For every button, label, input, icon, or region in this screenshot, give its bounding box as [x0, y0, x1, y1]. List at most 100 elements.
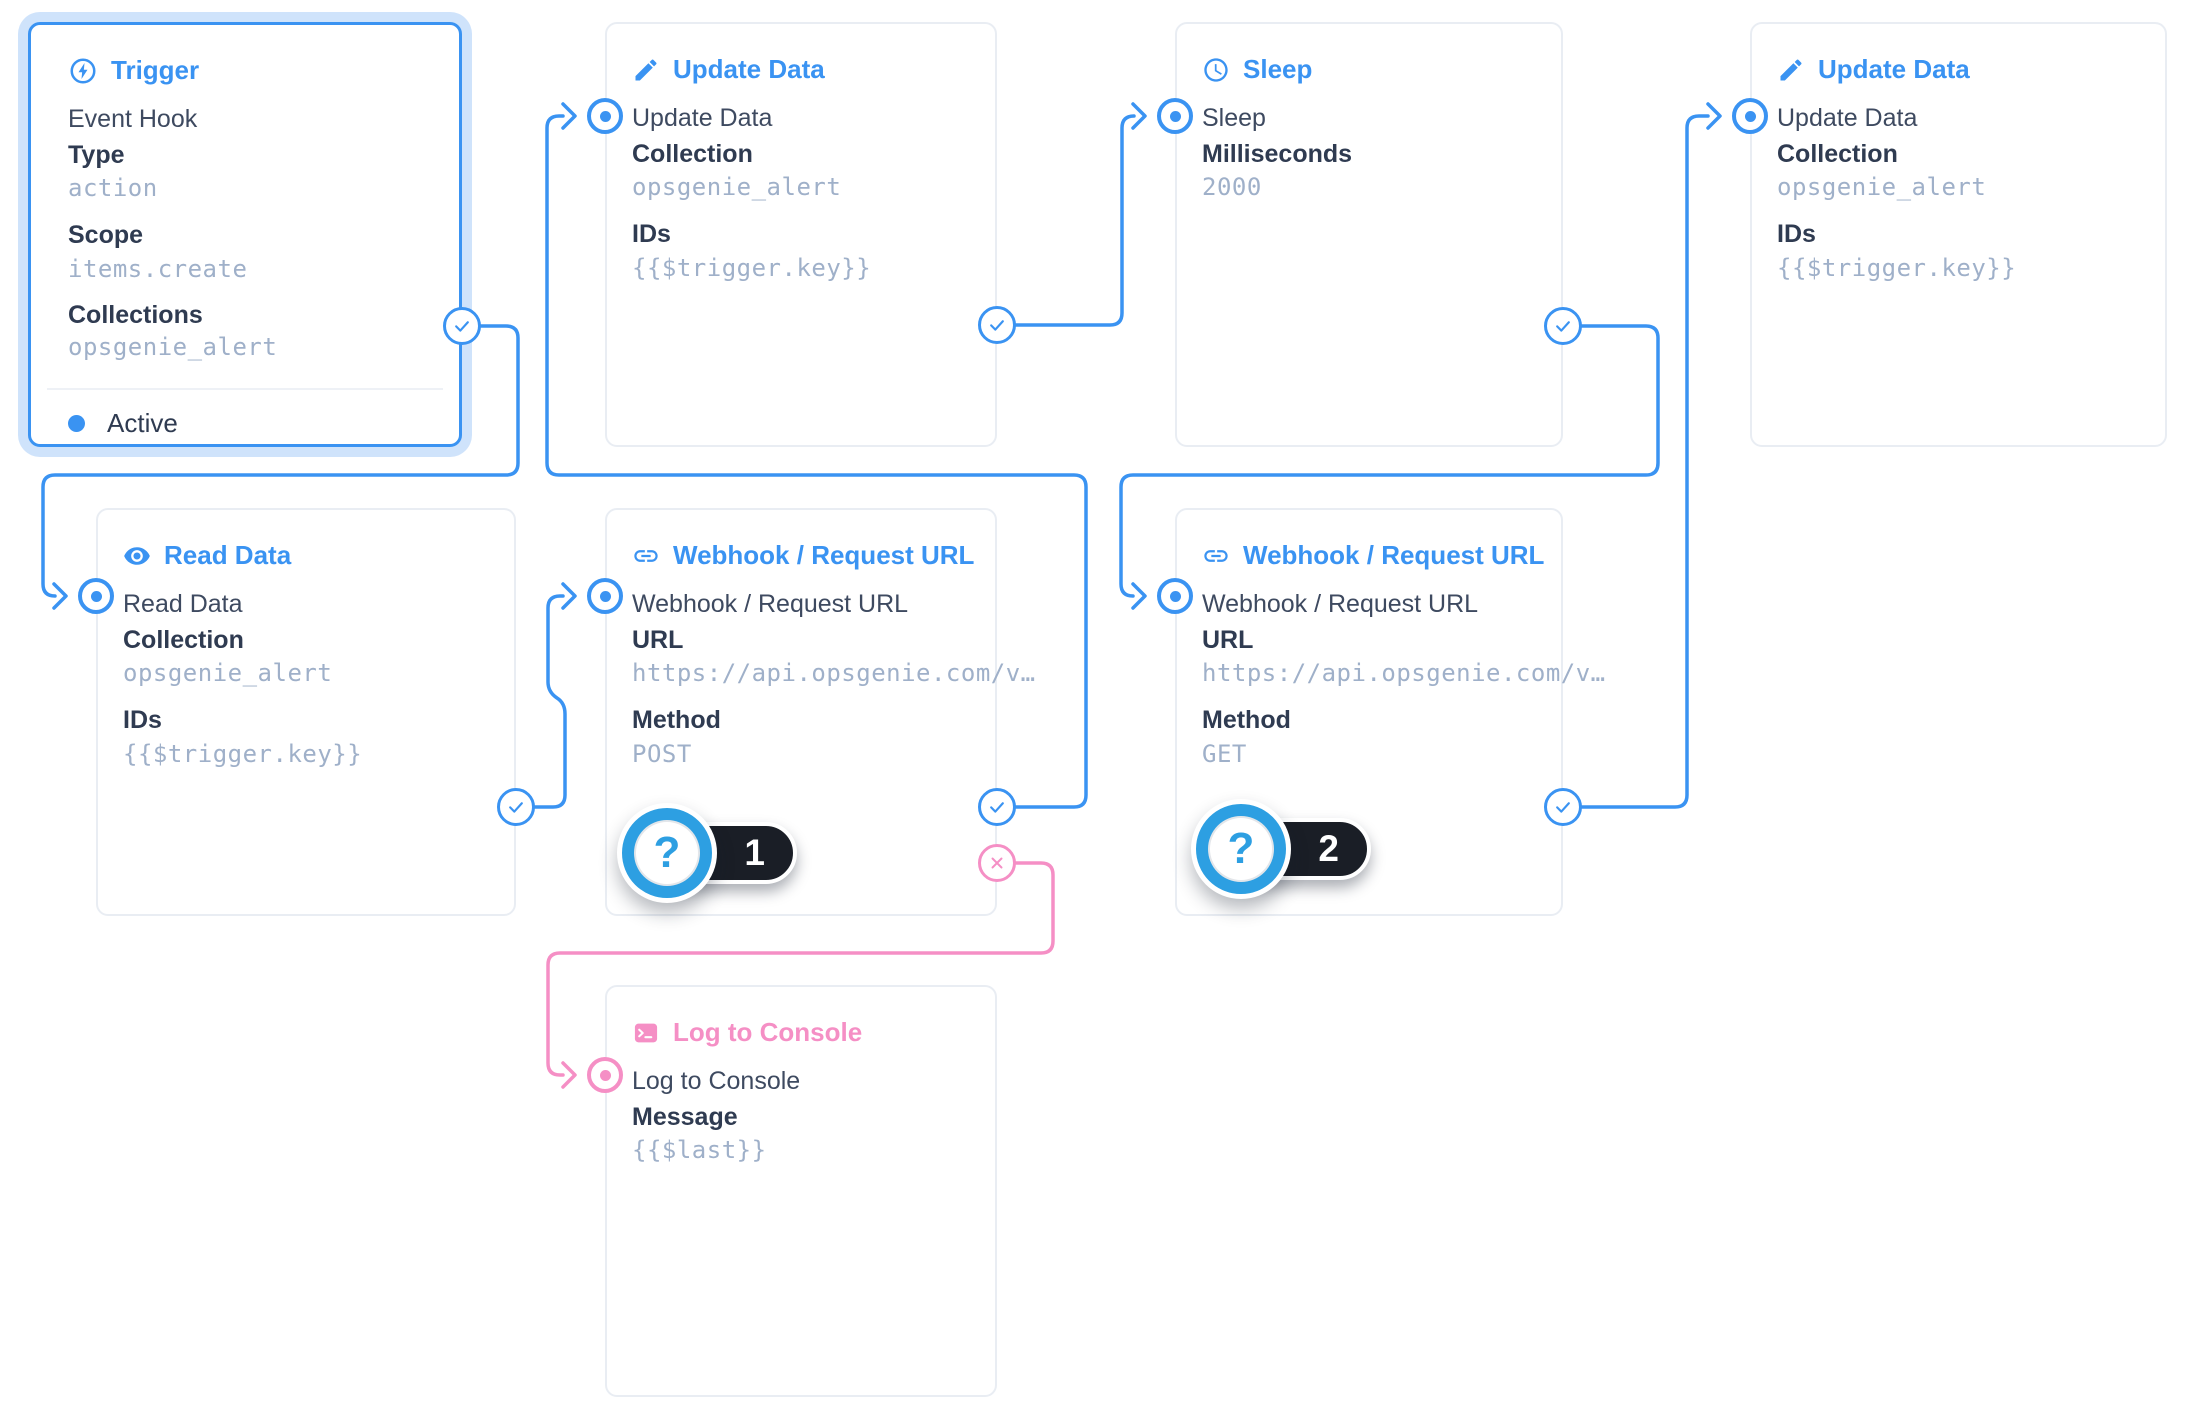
node-read-data[interactable]: Read Data Read Data Collection opsgenie_…	[96, 508, 516, 916]
field-value: opsgenie_alert	[123, 659, 333, 687]
node-title: Sleep	[1243, 54, 1313, 84]
input-port-update-data-1[interactable]	[587, 98, 623, 134]
field-value: opsgenie_alert	[1777, 173, 1987, 201]
resolve-port-webhook-get[interactable]	[1544, 788, 1582, 826]
field-label: URL	[632, 626, 684, 654]
edge-read-data-to-webhook-post	[514, 582, 577, 809]
field-label: Collection	[1777, 140, 1898, 168]
field-value: opsgenie_alert	[632, 173, 842, 201]
x-icon	[991, 857, 1003, 869]
port-dot	[599, 110, 611, 122]
port-dot	[1744, 110, 1756, 122]
pencil-icon	[1780, 58, 1802, 80]
field-label: Scope	[68, 221, 144, 249]
resolve-port-update-data-1[interactable]	[978, 306, 1016, 344]
webhook-post-unresolved-badge[interactable]: ?	[617, 803, 717, 903]
node-webhook-get-header: Webhook / Request URL	[1202, 540, 1544, 571]
field-label: Collection	[632, 140, 753, 168]
operation-name: Sleep	[1202, 104, 1266, 132]
status-label: Active	[107, 408, 178, 438]
edge-webhook-post-reject-to-log-console	[546, 861, 1055, 1089]
input-port-sleep[interactable]	[1157, 98, 1193, 134]
status-row: Active	[68, 408, 178, 438]
operation-name: Read Data	[123, 590, 243, 618]
operation-name: Webhook / Request URL	[1202, 590, 1479, 618]
resolve-port-webhook-post[interactable]	[978, 788, 1016, 826]
node-log-console[interactable]: Log to Console Log to Console Message {{…	[605, 985, 997, 1397]
field-value: items.create	[68, 255, 248, 283]
port-dot	[90, 590, 102, 602]
clock-icon	[1204, 57, 1228, 82]
node-log-console-header: Log to Console	[632, 1017, 862, 1048]
node-trigger[interactable]: Trigger Event Hook Type action Scope ite…	[28, 22, 462, 447]
node-title: Update Data	[673, 54, 825, 84]
eye-icon	[124, 546, 150, 565]
field-label: Collection	[123, 626, 244, 654]
edge-sleep-to-webhook-get	[1119, 324, 1660, 610]
field-value: {{$trigger.key}}	[123, 740, 363, 768]
operation-name: Event Hook	[68, 105, 198, 133]
node-sleep[interactable]: Sleep Sleep Milliseconds 2000	[1175, 22, 1563, 447]
input-port-webhook-post[interactable]	[587, 578, 623, 614]
check-icon	[990, 802, 1004, 813]
resolve-port-sleep[interactable]	[1544, 307, 1582, 345]
check-icon	[509, 802, 523, 813]
resolve-port-trigger[interactable]	[443, 307, 481, 345]
node-title: Log to Console	[673, 1017, 863, 1047]
operation-name: Update Data	[632, 104, 773, 132]
field-value: https://api.opsgenie.com/v…	[1202, 659, 1606, 687]
field-value: {{$last}}	[632, 1136, 767, 1164]
node-title: Webhook / Request URL	[1243, 540, 1545, 570]
input-port-log-console[interactable]	[587, 1057, 623, 1093]
status-dot	[68, 414, 85, 432]
link-icon	[1204, 549, 1228, 562]
webhook-get-unresolved-badge[interactable]: ?	[1191, 799, 1291, 899]
pencil-icon	[635, 58, 657, 80]
node-title: Webhook / Request URL	[673, 540, 975, 570]
node-update-data-1[interactable]: Update Data Update Data Collection opsge…	[605, 22, 997, 447]
resolve-port-read-data[interactable]	[497, 788, 535, 826]
port-dot	[599, 590, 611, 602]
divider	[47, 388, 443, 390]
operation-name: Webhook / Request URL	[632, 590, 909, 618]
check-icon	[990, 320, 1004, 331]
check-icon	[455, 321, 469, 332]
node-title: Read Data	[164, 540, 292, 570]
field-value: https://api.opsgenie.com/v…	[632, 659, 1036, 687]
field-label: Type	[68, 141, 125, 169]
edge-trigger-to-read-data	[41, 324, 520, 610]
node-update-data-2[interactable]: Update Data Update Data Collection opsge…	[1750, 22, 2167, 447]
node-title: Trigger	[111, 55, 200, 85]
field-label: URL	[1202, 626, 1254, 654]
operation-name: Log to Console	[632, 1067, 801, 1095]
field-label: IDs	[123, 706, 162, 734]
port-dot	[599, 1069, 611, 1081]
operation-name: Update Data	[1777, 104, 1918, 132]
check-icon	[1556, 321, 1570, 332]
field-label: IDs	[632, 220, 671, 248]
question-icon: ?	[1210, 818, 1272, 880]
check-icon	[1556, 802, 1570, 813]
edge-update-data-1-to-sleep	[995, 102, 1147, 327]
input-port-read-data[interactable]	[78, 578, 114, 614]
bolt-circle-icon	[70, 58, 96, 83]
input-port-update-data-2[interactable]	[1732, 98, 1768, 134]
link-icon	[634, 549, 658, 562]
node-update-data-2-header: Update Data	[1777, 54, 1970, 85]
edge-webhook-post-to-update-data-1	[545, 102, 1088, 809]
question-icon: ?	[636, 822, 698, 884]
field-value: {{$trigger.key}}	[1777, 254, 2017, 282]
field-value: opsgenie_alert	[68, 333, 278, 361]
field-value: {{$trigger.key}}	[632, 254, 872, 282]
node-trigger-header: Trigger	[68, 55, 199, 86]
node-sleep-header: Sleep	[1202, 54, 1312, 85]
terminal-icon	[634, 1023, 658, 1042]
badge-count: 1	[744, 832, 765, 873]
field-label: Collections	[68, 301, 203, 329]
edge-webhook-get-to-update-data-2	[1561, 102, 1722, 809]
field-value: POST	[632, 740, 692, 768]
reject-port-webhook-post[interactable]	[978, 844, 1016, 882]
input-port-webhook-get[interactable]	[1157, 578, 1193, 614]
